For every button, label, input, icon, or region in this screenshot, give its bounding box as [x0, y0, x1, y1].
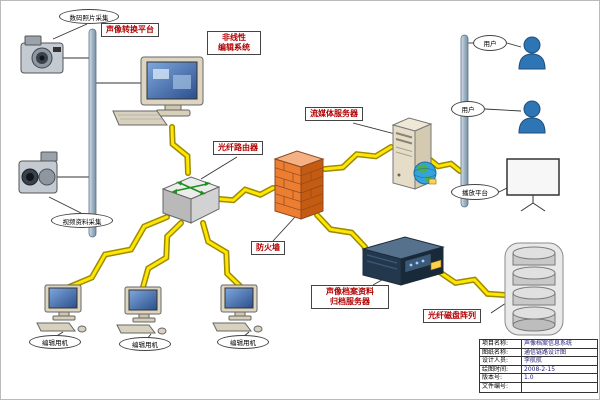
label-nle-line1: 非线性 — [222, 33, 246, 42]
label-user-bottom: 用户 — [451, 101, 485, 117]
editing-pc-icon — [116, 286, 167, 335]
user-person-icon — [518, 36, 546, 70]
title-block: 项目名称: 声像档案信息系统 图纸名称: 通信链路设计图 设计人员: 李航航 绘… — [479, 339, 598, 393]
label-nle-line2: 编辑系统 — [218, 43, 250, 52]
lightning-links — [66, 124, 508, 298]
playback-screen-icon — [506, 158, 560, 212]
title-block-row: 设计人员: 李航航 — [480, 357, 597, 366]
repeated-icons — [36, 36, 546, 335]
firewall-icon — [273, 150, 325, 220]
lightning-link — [427, 157, 462, 173]
label-archive-server: 声像档案资料 归档服务器 — [311, 285, 389, 309]
archive-server-icon — [361, 236, 445, 286]
title-block-row: 版本号: 1.0 — [480, 374, 597, 383]
label-archive-line2: 归档服务器 — [330, 297, 370, 306]
lightning-link — [67, 215, 169, 289]
lightning-link — [170, 125, 190, 175]
label-archive-line1: 声像档案资料 — [326, 287, 374, 296]
digital-camera-icon — [20, 35, 64, 74]
playback-platform-bus — [460, 34, 469, 208]
label-fiber-router: 光纤路由器 — [213, 141, 263, 155]
lightning-link — [315, 213, 367, 249]
label-av-platform: 声像转换平台 — [101, 23, 159, 37]
label-edit-pc-2: 编辑用机 — [119, 337, 171, 351]
tb-value-designer: 李航航 — [524, 357, 543, 365]
label-user-top: 用户 — [473, 35, 507, 51]
label-firewall: 防火墙 — [251, 241, 285, 255]
label-streaming-server: 流媒体服务器 — [305, 107, 363, 121]
title-block-row: 文件编号: — [480, 382, 597, 392]
tb-label-project: 项目名称: — [480, 340, 522, 348]
globe-icon — [413, 161, 437, 185]
disk-array-icon — [504, 242, 564, 336]
tb-value-fileno — [522, 383, 597, 392]
editing-pc-icon — [212, 284, 263, 333]
label-disk-array: 光纤磁盘阵列 — [423, 309, 481, 323]
label-edit-pc-1: 编辑用机 — [29, 335, 81, 349]
lightning-link — [200, 220, 244, 290]
lightning-link — [201, 221, 243, 289]
label-play-platform: 播放平台 — [451, 184, 499, 200]
label-nle-system: 非线性 编辑系统 — [207, 31, 261, 55]
fiber-router-icon — [161, 176, 221, 224]
tb-label-version: 版本号: — [480, 374, 522, 382]
label-photo-capture: 数码照片采集 — [59, 9, 119, 24]
video-camera-icon — [18, 151, 58, 194]
tb-value-project: 声像档案信息系统 — [524, 340, 573, 347]
title-block-row: 项目名称: 声像档案信息系统 — [480, 340, 597, 349]
editing-workstation-icon — [112, 56, 204, 126]
tb-label-drawing: 图纸名称: — [480, 348, 522, 357]
conversion-platform-bus — [88, 28, 97, 238]
firewall-brick-lines — [274, 162, 324, 211]
editing-pc-icon — [36, 284, 87, 333]
tb-label-fileno: 文件编号: — [480, 382, 522, 392]
title-block-row: 图纸名称: 通信链路设计图 — [480, 348, 597, 358]
lightning-link — [140, 220, 184, 290]
tb-value-version: 1.0 — [524, 374, 534, 382]
tb-label-date: 绘图时间: — [480, 365, 522, 374]
lightning-link — [217, 186, 275, 202]
user-person-icon — [518, 100, 546, 134]
lightning-link — [322, 144, 394, 172]
tb-value-date: 2008-2-15 — [524, 365, 556, 373]
lightning-link — [439, 271, 507, 297]
label-video-capture: 视频资料采集 — [51, 213, 113, 228]
tb-label-designer: 设计人员: — [480, 357, 522, 365]
label-edit-pc-3: 编辑用机 — [217, 335, 269, 349]
title-block-row: 绘图时间: 2008-2-15 — [480, 365, 597, 375]
tb-value-drawing: 通信链路设计图 — [524, 348, 567, 356]
lightning-link — [141, 221, 183, 289]
lightning-link — [323, 145, 393, 171]
lightning-link — [438, 270, 508, 298]
